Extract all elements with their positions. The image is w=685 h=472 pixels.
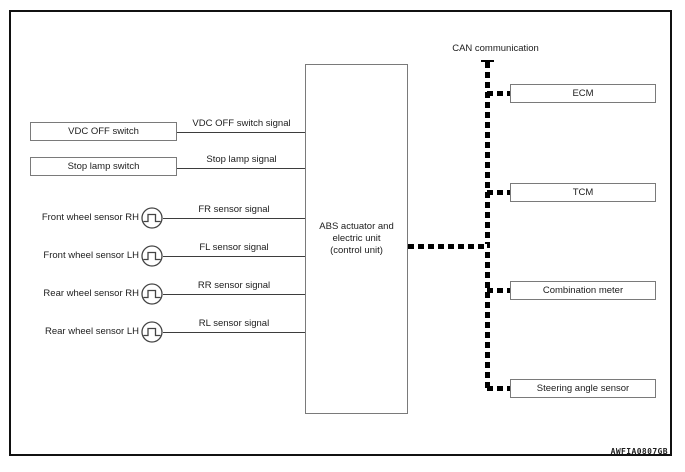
ecm-label: ECM [572, 88, 594, 99]
abs-control-unit-box: ABS actuator and electric unit (control … [305, 64, 408, 414]
pulse-sensor-icon [141, 245, 163, 267]
fl-signal-label: FL sensor signal [199, 242, 269, 253]
pulse-sensor-icon [141, 207, 163, 229]
diagram-border [9, 10, 672, 456]
stop-lamp-switch-box: Stop lamp switch [30, 157, 177, 176]
stop-lamp-signal-label: Stop lamp signal [206, 154, 277, 165]
signal-line-fr [163, 218, 305, 219]
tcm-box: TCM [510, 183, 656, 202]
fr-signal-label: FR sensor signal [198, 204, 270, 215]
figure-code: AWFIA0807GB [610, 447, 668, 456]
can-branch-ecm [487, 91, 510, 96]
vdc-signal-label: VDC OFF switch signal [192, 118, 291, 129]
pulse-sensor-icon [141, 321, 163, 343]
abs-unit-label-line3: (control unit) [330, 245, 383, 256]
steering-angle-sensor-label: Steering angle sensor [536, 383, 630, 394]
can-connector-line [408, 244, 487, 249]
abs-unit-label-line2: electric unit [332, 233, 381, 244]
signal-line-stop-lamp [177, 168, 305, 169]
can-branch-combination-meter [487, 288, 510, 293]
front-wheel-sensor-lh-label: Front wheel sensor LH [43, 250, 139, 261]
signal-line-fl [163, 256, 305, 257]
rl-signal-label: RL sensor signal [198, 318, 270, 329]
signal-line-rl [163, 332, 305, 333]
stop-lamp-switch-label: Stop lamp switch [67, 161, 140, 172]
pulse-sensor-icon [141, 283, 163, 305]
abs-unit-label-line1: ABS actuator and [319, 221, 394, 232]
rr-signal-label: RR sensor signal [197, 280, 271, 291]
steering-angle-sensor-box: Steering angle sensor [510, 379, 656, 398]
signal-line-vdc [177, 132, 305, 133]
can-branch-tcm [487, 190, 510, 195]
vdc-off-switch-label: VDC OFF switch [68, 126, 139, 137]
ecm-box: ECM [510, 84, 656, 103]
can-branch-steering-angle-sensor [487, 386, 510, 391]
can-bus-top-cap [481, 60, 494, 62]
can-bus-line [485, 62, 490, 392]
tcm-label: TCM [572, 187, 594, 198]
vdc-off-switch-box: VDC OFF switch [30, 122, 177, 141]
combination-meter-box: Combination meter [510, 281, 656, 300]
front-wheel-sensor-rh-label: Front wheel sensor RH [41, 212, 139, 223]
can-communication-label: CAN communication [452, 43, 539, 54]
rear-wheel-sensor-rh-label: Rear wheel sensor RH [43, 288, 139, 299]
signal-line-rr [163, 294, 305, 295]
combination-meter-label: Combination meter [542, 285, 624, 296]
rear-wheel-sensor-lh-label: Rear wheel sensor LH [45, 326, 139, 337]
